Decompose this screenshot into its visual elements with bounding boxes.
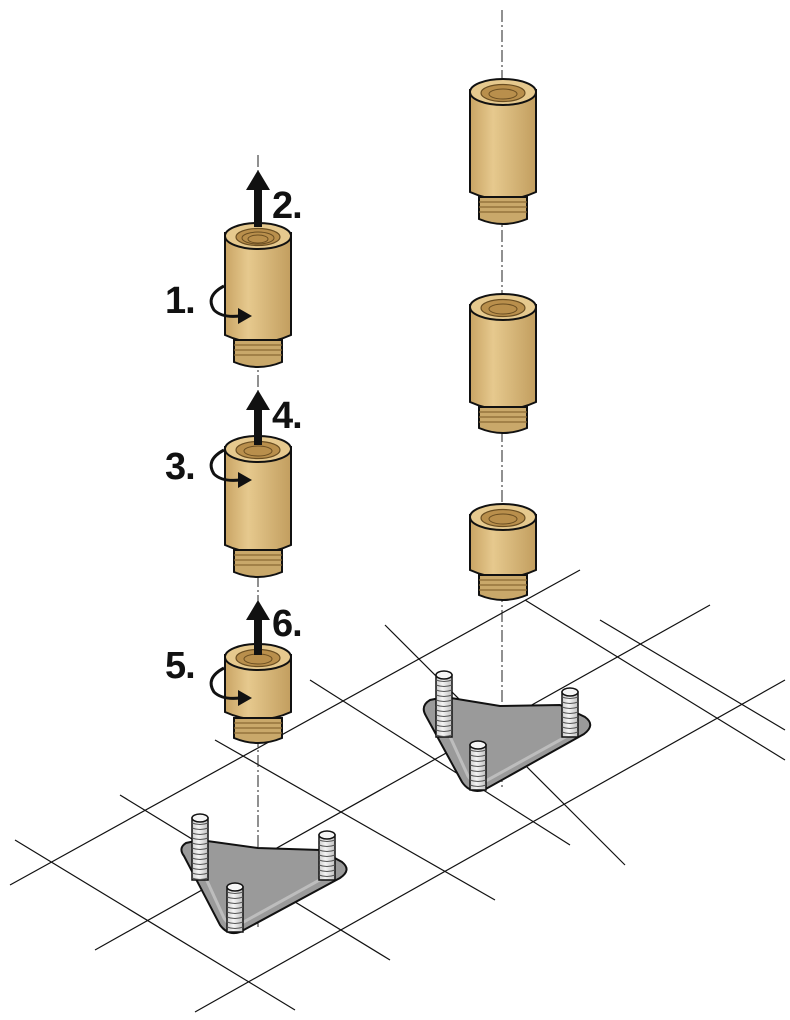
lift-arrow-icon (246, 390, 270, 445)
lift-arrow-icon (246, 600, 270, 655)
lift-arrow-icon (246, 170, 270, 227)
step-label-5: 5. (165, 645, 195, 687)
stud (318, 830, 336, 881)
step-label-2: 2. (272, 185, 302, 227)
rotate-arrow-icon (209, 284, 252, 324)
left-extension-top (224, 222, 292, 368)
stud (226, 882, 244, 933)
right-extension-middle (469, 293, 537, 434)
left-extension-bottom (224, 643, 292, 744)
left-extension-middle (224, 435, 292, 578)
step-label-1: 1. (165, 280, 195, 322)
threaded-studs (191, 670, 579, 933)
step-label-6: 6. (272, 603, 302, 645)
step-label-4: 4. (272, 395, 302, 437)
rotate-arrow-icon (209, 448, 252, 488)
right-extension-top (469, 78, 537, 225)
stud (561, 687, 579, 738)
stud (191, 813, 209, 881)
rotate-arrow-icon (209, 666, 252, 706)
stud (469, 740, 487, 791)
floor-grid (9, 569, 786, 1013)
stud (435, 670, 453, 738)
center-axes (257, 10, 503, 930)
right-extension-bottom (469, 503, 537, 601)
step-label-3: 3. (165, 446, 195, 488)
